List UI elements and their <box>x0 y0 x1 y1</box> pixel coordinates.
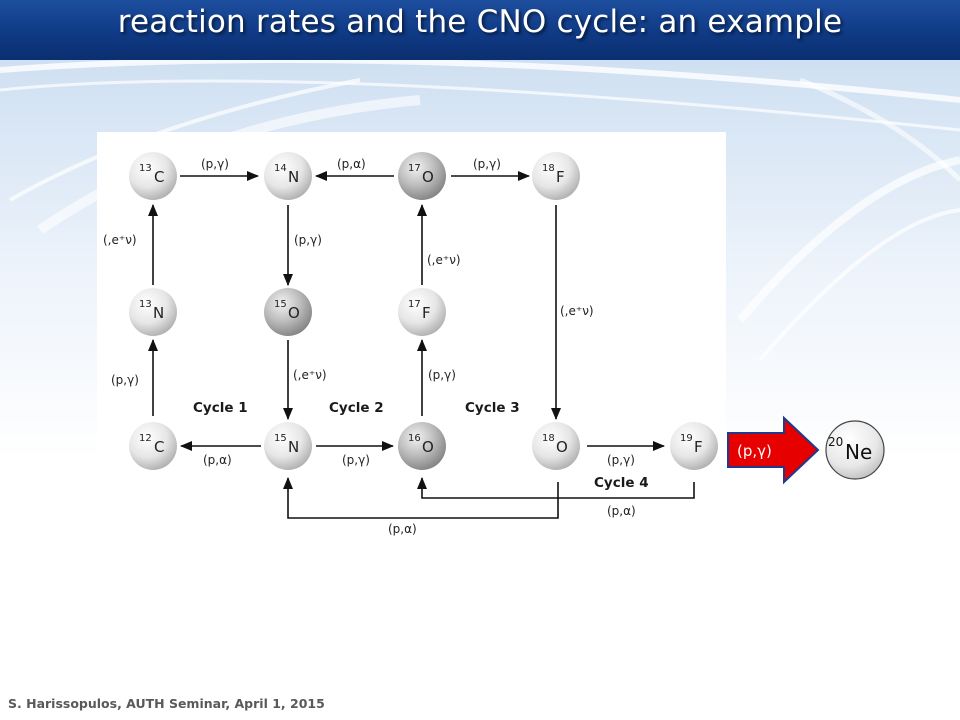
nucleus-label: N <box>153 304 164 322</box>
red-arrow-label: (p,γ) <box>737 442 772 460</box>
nucleus-o18: 18 O <box>532 422 580 470</box>
title-bar: reaction rates and the CNO cycle: an exa… <box>0 0 960 60</box>
nucleus-label: O <box>556 438 568 456</box>
nucleus-n14: 14 N <box>264 152 312 200</box>
label-n14-o15: (p,γ) <box>294 233 322 247</box>
nucleus-label: N <box>288 438 299 456</box>
nucleus-o16: 16 O <box>398 422 446 470</box>
label-f17-o17: (,e⁺ν) <box>427 253 461 267</box>
label-f19-o16: (p,α) <box>607 504 636 518</box>
label-n13-c13: (,e⁺ν) <box>103 233 137 247</box>
nucleus-label: 18 <box>542 163 555 174</box>
nucleus-label: F <box>694 438 703 456</box>
nucleus-o17: 17 O <box>398 152 446 200</box>
label-o18-f19: (p,γ) <box>607 453 635 467</box>
nucleus-label: 18 <box>542 433 555 444</box>
label-o17-n14: (p,α) <box>337 157 366 171</box>
label-o17-f18: (p,γ) <box>473 157 501 171</box>
cycle-3-label: Cycle 3 <box>465 400 520 416</box>
nucleus-label: 19 <box>680 433 693 444</box>
slide-footer: S. Harissopulos, AUTH Seminar, April 1, … <box>8 696 325 711</box>
label-n15-o16: (p,γ) <box>342 453 370 467</box>
cno-diagram-panel: 13 C 14 N 17 O 18 F 13 N 15 O <box>97 132 726 543</box>
ne20-symbol: Ne <box>845 440 872 464</box>
nucleus-o15: 15 O <box>264 288 312 336</box>
nucleus-f17: 17 F <box>398 288 446 336</box>
label-o18-n15: (p,α) <box>388 522 417 536</box>
cycle-2-label: Cycle 2 <box>329 400 384 416</box>
cno-cycle-diagram: 13 C 14 N 17 O 18 F 13 N 15 O <box>103 152 718 536</box>
nucleus-label: 15 <box>274 433 287 444</box>
cycle-1-label: Cycle 1 <box>193 400 248 416</box>
nucleus-n13: 13 N <box>129 288 177 336</box>
nucleus-label: C <box>154 438 164 456</box>
nucleus-label: 12 <box>139 433 152 444</box>
nucleus-label: 13 <box>139 299 152 310</box>
nucleus-f18: 18 F <box>532 152 580 200</box>
nucleus-c13: 13 C <box>129 152 177 200</box>
label-c12-n13: (p,γ) <box>111 373 139 387</box>
nucleus-label: O <box>288 304 300 322</box>
nucleus-label: 16 <box>408 433 421 444</box>
red-arrow <box>727 415 820 485</box>
label-f18-o18: (,e⁺ν) <box>560 304 594 318</box>
nucleus-label: O <box>422 438 434 456</box>
nucleus-label: F <box>422 304 431 322</box>
label-c13-n14: (p,γ) <box>201 157 229 171</box>
nucleus-label: 13 <box>139 163 152 174</box>
nucleus-label: C <box>154 168 164 186</box>
ne20-mass: 20 <box>828 435 843 449</box>
label-o15-n15: (,e⁺ν) <box>293 368 327 382</box>
nucleus-label: 14 <box>274 163 287 174</box>
nucleus-label: O <box>422 168 434 186</box>
slide-title: reaction rates and the CNO cycle: an exa… <box>117 4 843 40</box>
arrow-o18-n15 <box>283 477 559 519</box>
nucleus-f19: 19 F <box>670 422 718 470</box>
nucleus-c12: 12 C <box>129 422 177 470</box>
nucleus-label: 15 <box>274 299 287 310</box>
label-n15-c12: (p,α) <box>203 453 232 467</box>
nucleus-n15: 15 N <box>264 422 312 470</box>
ne20-nucleus <box>825 420 885 480</box>
label-o16-f17: (p,γ) <box>428 368 456 382</box>
nucleus-label: F <box>556 168 565 186</box>
nucleus-label: N <box>288 168 299 186</box>
cycle-4-label: Cycle 4 <box>594 475 649 491</box>
nucleus-label: 17 <box>408 299 421 310</box>
nucleus-label: 17 <box>408 163 421 174</box>
